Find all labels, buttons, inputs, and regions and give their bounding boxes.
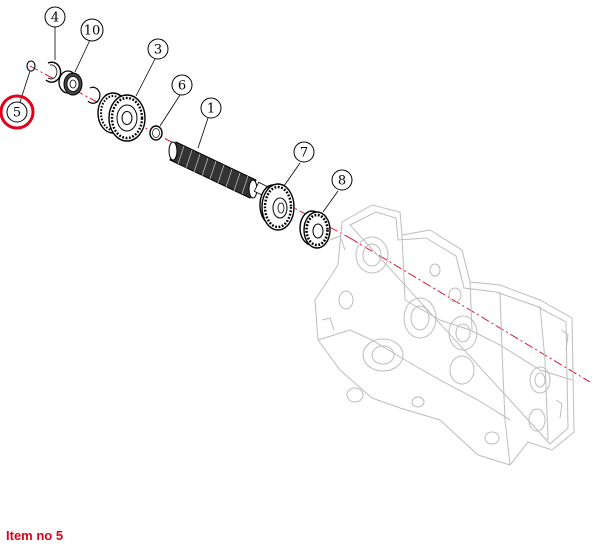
- callout-8[interactable]: 8: [322, 169, 353, 213]
- part-6-circlip[interactable]: [149, 125, 163, 141]
- callout-4[interactable]: 4: [44, 6, 66, 60]
- part-7-gear[interactable]: [259, 183, 295, 231]
- spacer-ring[interactable]: [87, 86, 101, 104]
- item-caption: Item no 5: [6, 528, 64, 543]
- callout-4-label: 4: [51, 11, 59, 26]
- callout-6[interactable]: 6: [159, 74, 193, 127]
- callout-5[interactable]: 5: [0, 70, 35, 130]
- part-3-gear-cluster[interactable]: [97, 92, 146, 142]
- callout-8-label: 8: [338, 174, 346, 189]
- highlight-ring: [0, 94, 35, 130]
- callout-1[interactable]: 1: [197, 97, 222, 149]
- callout-7[interactable]: 7: [283, 141, 315, 187]
- callout-6-label: 6: [178, 79, 186, 94]
- part-1-splined-shaft[interactable]: [168, 141, 269, 199]
- callout-7-label: 7: [300, 146, 308, 161]
- callout-10-label: 10: [84, 24, 101, 39]
- part-8-gear[interactable]: [299, 210, 331, 249]
- callout-5-label: 5: [13, 106, 21, 121]
- part-5-circlip[interactable]: [26, 60, 36, 72]
- callout-3-label: 3: [154, 43, 162, 58]
- part-4-retaining-ring[interactable]: [45, 61, 62, 83]
- gearbox-housing: [314, 204, 575, 466]
- callout-10[interactable]: 10: [74, 18, 104, 73]
- callout-3[interactable]: 3: [135, 38, 169, 97]
- callout-1-label: 1: [207, 102, 215, 117]
- assembly-axis: [29, 65, 591, 383]
- part-10-bearing[interactable]: [58, 70, 83, 96]
